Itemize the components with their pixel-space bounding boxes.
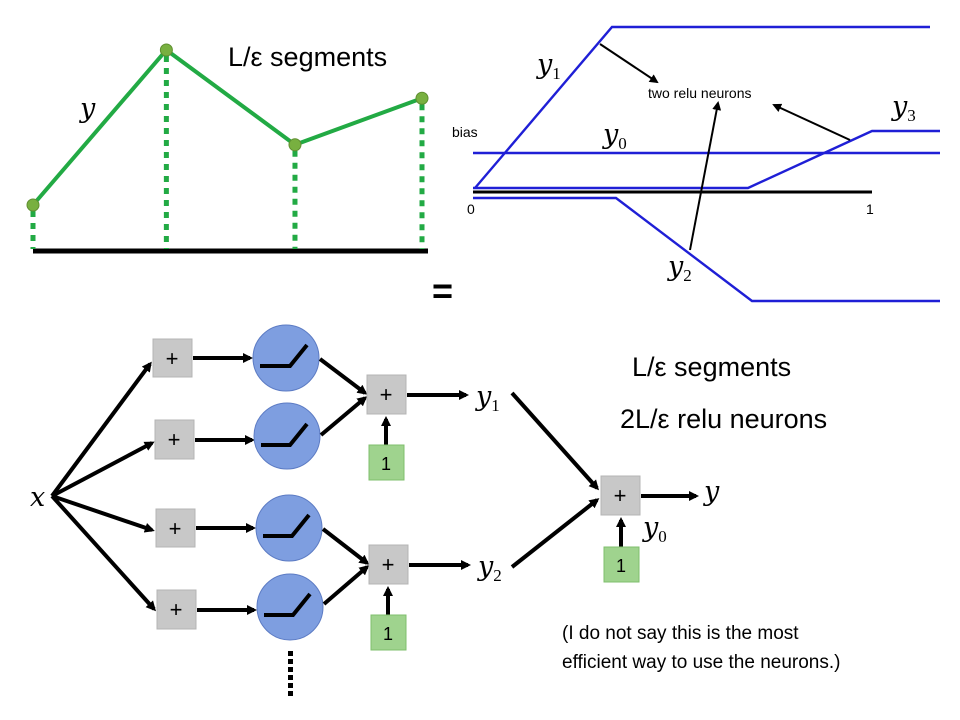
relu-icon — [261, 422, 309, 447]
label-y1-base: y — [536, 49, 553, 80]
data-point-3 — [288, 138, 302, 152]
curve-y — [31, 47, 423, 207]
bias-node-2: 1 — [370, 614, 407, 651]
sum-node-1: + — [366, 374, 407, 415]
bias-y0-sub: 0 — [658, 527, 667, 546]
edge-y2-final — [510, 498, 600, 569]
plus-symbol: + — [166, 346, 179, 371]
bias-node-3: 1 — [603, 546, 640, 583]
edge-relu4-sum2 — [322, 565, 370, 606]
tick-0: 0 — [467, 201, 475, 217]
plus-symbol: + — [168, 427, 181, 452]
label-y0-sub: 0 — [618, 134, 627, 153]
bias-value: 1 — [616, 556, 626, 576]
data-point-1 — [26, 198, 40, 212]
relu-neuron-3 — [255, 494, 323, 562]
edge-x-plus1 — [50, 361, 152, 498]
label-y0-base: y — [602, 119, 619, 150]
arrow-y2-annotation — [689, 101, 722, 251]
output-y2-base: y — [477, 551, 494, 582]
caption-line-1: (I do not say this is the most — [562, 623, 799, 644]
relu-icon — [264, 592, 312, 617]
note-segments: L/ε segments — [632, 352, 791, 382]
output-y1: y1 — [475, 381, 500, 415]
output-y1-base: y — [475, 381, 492, 412]
bias-value: 1 — [381, 454, 391, 474]
plus-symbol: + — [382, 552, 395, 577]
plus-node-1: + — [152, 338, 193, 378]
annotation-two-relu-neurons: two relu neurons — [648, 85, 752, 101]
data-points — [26, 43, 429, 212]
bias-label: bias — [452, 124, 478, 140]
relu-neuron-2 — [253, 402, 321, 470]
vertical-ellipsis — [288, 651, 293, 696]
edge-x-plus3 — [51, 494, 155, 533]
relu-neuron-1 — [252, 324, 320, 392]
data-point-4 — [415, 91, 429, 105]
edge-relu2-sum1 — [319, 396, 368, 437]
caption-line-2: efficient way to use the neurons.) — [562, 652, 840, 673]
plus-node-2: + — [154, 419, 195, 460]
edge-x-plus2 — [51, 441, 155, 498]
label-y2-base: y — [667, 251, 684, 282]
line-y3 — [473, 129, 940, 190]
relu-network: x + + + + — [30, 324, 720, 696]
relu-neuron-4 — [256, 573, 324, 641]
label-y3: y3 — [891, 91, 916, 125]
output-y2-sub: 2 — [493, 566, 502, 585]
plus-node-3: + — [155, 508, 196, 548]
segments-title: L/ε segments — [228, 42, 387, 72]
equals-sign: = — [432, 270, 453, 311]
label-y1-sub: 1 — [552, 64, 561, 83]
bias-value: 1 — [383, 624, 393, 644]
relu-icon — [260, 343, 309, 368]
arrow-y3-annotation — [772, 103, 851, 141]
relu-decomposition-plot: 0 1 bias two relu neurons y1 y0 y3 y2 — [452, 25, 940, 303]
output-y1-sub: 1 — [491, 396, 500, 415]
tick-1: 1 — [866, 201, 874, 217]
line-y2 — [473, 196, 940, 303]
note-neurons: 2L/ε relu neurons — [620, 404, 827, 434]
plus-symbol: + — [614, 483, 627, 508]
line-y1 — [474, 25, 930, 189]
edge-y1-final — [510, 391, 600, 491]
plus-symbol: + — [170, 597, 183, 622]
final-output-y: y — [703, 476, 720, 507]
label-bias-y0: y0 — [642, 512, 667, 546]
plus-symbol: + — [169, 516, 182, 541]
data-point-2 — [159, 43, 173, 57]
edge-relu3-sum2 — [321, 527, 370, 565]
plus-node-4: + — [156, 589, 197, 630]
final-sum-node: + — [600, 475, 641, 516]
sum-node-2: + — [368, 544, 409, 585]
output-y2: y2 — [477, 551, 502, 585]
input-x: x — [30, 482, 45, 513]
dotted-drop-lines — [30, 56, 425, 249]
relu-icon — [263, 513, 311, 538]
plus-symbol: + — [380, 382, 393, 407]
label-y3-sub: 3 — [907, 106, 916, 125]
arrow-y1-annotation — [599, 43, 659, 84]
label-y0: y0 — [602, 119, 627, 153]
curve-label-y: y — [79, 93, 96, 124]
label-y2-sub: 2 — [683, 266, 692, 285]
bias-node-1: 1 — [368, 444, 405, 481]
piecewise-plot: y L/ε segments — [26, 42, 429, 254]
bias-y0-base: y — [642, 512, 659, 543]
label-y3-base: y — [891, 91, 908, 122]
label-y1: y1 — [536, 49, 561, 83]
label-y2: y2 — [667, 251, 692, 285]
edge-x-plus4 — [50, 494, 157, 612]
edge-relu1-sum1 — [318, 357, 368, 395]
